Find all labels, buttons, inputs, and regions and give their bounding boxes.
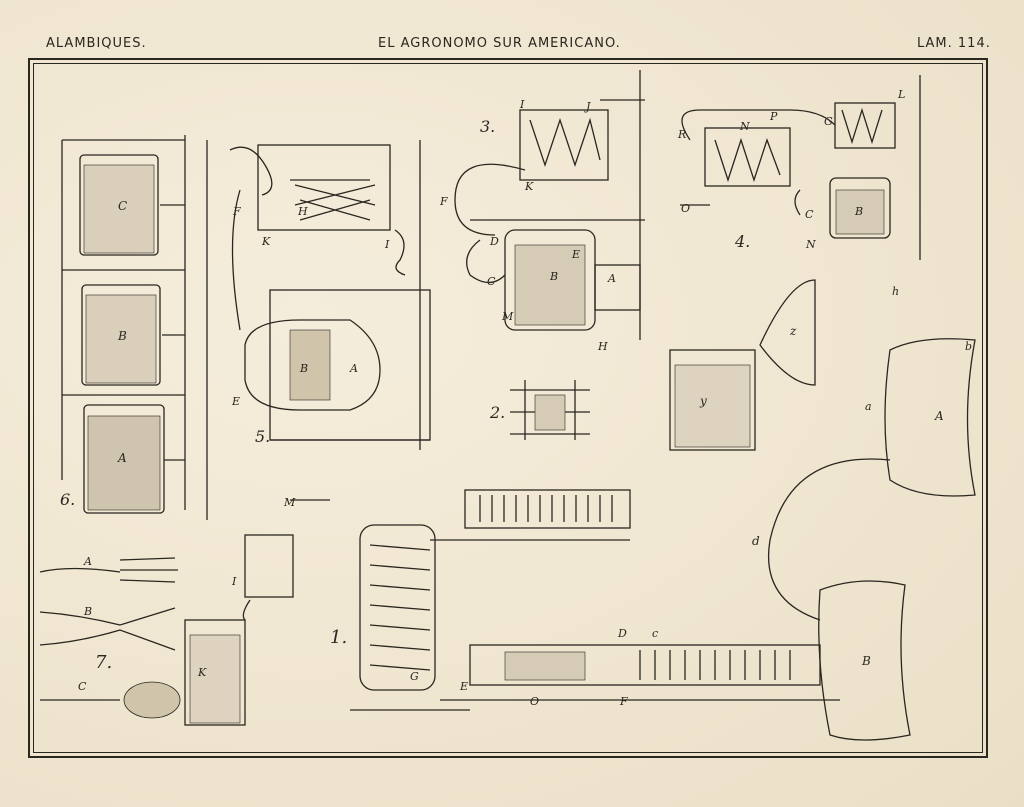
- label-z-fig1: z: [789, 324, 797, 338]
- label-H-fig3: H: [597, 340, 608, 353]
- label-O-fig1: O: [530, 695, 539, 708]
- label-B-fig3: B: [549, 270, 558, 283]
- fig2-number: 2.: [489, 403, 505, 422]
- label-G-fig1: G: [410, 670, 419, 683]
- label-A-fig7: A: [83, 555, 92, 568]
- label-L-fig4: L: [897, 88, 905, 101]
- label-A-fig3: A: [607, 272, 616, 285]
- label-N2-fig4: N: [805, 238, 816, 251]
- inner-frame: [33, 63, 983, 753]
- label-A-fig5: A: [349, 362, 358, 375]
- section-title: ALAMBIQUES.: [46, 36, 147, 51]
- label-A-fig6: A: [117, 451, 127, 465]
- label-E-fig3: E: [571, 248, 580, 261]
- fig1-column-apparatus: [184, 279, 976, 741]
- label-F-fig1: F: [619, 695, 628, 708]
- label-O-fig4: O: [681, 202, 690, 215]
- label-M-fig3: M: [501, 310, 514, 323]
- fig6-vats: [61, 135, 208, 520]
- label-G-fig4: G: [824, 115, 833, 128]
- label-A-fig1: A: [934, 409, 944, 423]
- label-B-fig4: B: [854, 205, 863, 218]
- label-M-fig1: M: [283, 496, 296, 509]
- fig3-number: 3.: [480, 117, 495, 136]
- label-I-fig5: I: [384, 238, 390, 251]
- label-B-fig1: B: [861, 654, 871, 668]
- label-C-fig7: C: [78, 680, 87, 693]
- label-y-fig1: y: [699, 394, 707, 408]
- fig4-still: [680, 75, 921, 260]
- fig2-rack: [510, 380, 590, 440]
- label-B-fig5: B: [299, 362, 308, 375]
- fig7-number: 7.: [95, 652, 112, 673]
- fig5-still: [229, 140, 431, 450]
- label-E-fig5: E: [231, 395, 240, 408]
- plate-header: ALAMBIQUES. EL AGRONOMO SUR AMERICANO. L…: [0, 36, 1024, 56]
- label-C-fig4: C: [805, 208, 814, 221]
- label-C-fig6: C: [118, 199, 127, 213]
- fig1-number: 1.: [330, 627, 347, 648]
- book-title: EL AGRONOMO SUR AMERICANO.: [378, 36, 621, 51]
- label-F-fig3: F: [439, 195, 448, 208]
- label-K-fig3: K: [524, 180, 534, 193]
- label-h-fig1: h: [892, 285, 899, 298]
- label-D-fig1: D: [617, 627, 627, 640]
- label-d-fig1: d: [752, 534, 760, 548]
- fig5-number: 5.: [255, 427, 270, 446]
- fig6-number: 6.: [60, 490, 75, 509]
- label-K-fig5: K: [261, 235, 271, 248]
- label-c-fig1: c: [652, 627, 658, 640]
- label-K-fig1: K: [197, 666, 207, 679]
- label-C-fig3: C: [487, 275, 496, 288]
- label-R-fig4: R: [677, 128, 686, 141]
- outer-frame: [28, 58, 988, 758]
- label-P-fig4: P: [769, 110, 778, 123]
- label-I-fig1: I: [231, 575, 237, 588]
- label-E-fig1: E: [459, 680, 468, 693]
- label-F-fig5: F: [232, 205, 241, 218]
- label-N-fig4: N: [739, 120, 750, 133]
- label-I-fig3: I: [519, 98, 525, 111]
- label-D-fig3: D: [489, 235, 499, 248]
- fig4-number: 4.: [734, 232, 750, 251]
- label-b-fig1: b: [965, 340, 972, 353]
- fig3-still: [454, 70, 645, 340]
- label-a-fig1: a: [865, 400, 872, 413]
- label-B-fig6: B: [117, 329, 127, 343]
- label-B-fig7: B: [83, 605, 92, 618]
- fig7-tools: [39, 557, 181, 719]
- label-J-fig3: J: [584, 100, 591, 113]
- plate-number: LAM. 114.: [917, 36, 991, 51]
- label-H-fig5: H: [297, 205, 308, 218]
